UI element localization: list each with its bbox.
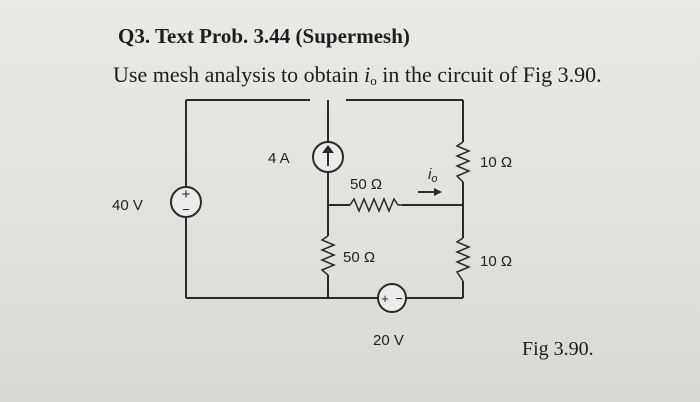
label-40v: 40 V [112,197,143,214]
statement-after: in the circuit of Fig 3.90. [376,62,602,87]
label-20v: 20 V [373,332,404,349]
resistor-10-top [455,141,471,183]
label-50-top: 50 Ω [350,176,382,193]
statement-variable: i [364,62,371,87]
circuit-wires [185,99,464,299]
minus-sign-20v: − [395,291,403,306]
plus-sign-20v: + [381,291,389,306]
arrow-head-icon [322,145,334,153]
current-source-4a [312,141,344,173]
resistor-50-horizontal [349,197,402,213]
statement-variable-subscript: o [370,73,377,88]
label-io-letter: i [428,166,432,183]
label-10-top: 10 Ω [480,154,512,171]
label-io-subscript: o [431,173,437,185]
problem-statement: Use mesh analysis to obtain io in the ci… [113,62,602,89]
resistor-10-bottom [455,237,471,282]
label-io: io [428,166,437,185]
voltage-source-20v: + − [377,283,407,313]
label-10-bottom: 10 Ω [480,253,512,270]
label-4a: 4 A [268,150,290,167]
io-arrow-right-icon [434,188,442,196]
voltage-source-40v: + − [170,186,202,218]
figure-label: Fig 3.90. [522,338,594,360]
label-50-bottom: 50 Ω [343,249,375,266]
statement-before: Use mesh analysis to obtain [113,62,365,87]
problem-heading: Q3. Text Prob. 3.44 (Supermesh) [118,24,410,48]
plus-sign-40v: + [182,186,191,203]
minus-sign-40v: − [182,202,190,217]
resistor-50-vertical [320,235,336,276]
